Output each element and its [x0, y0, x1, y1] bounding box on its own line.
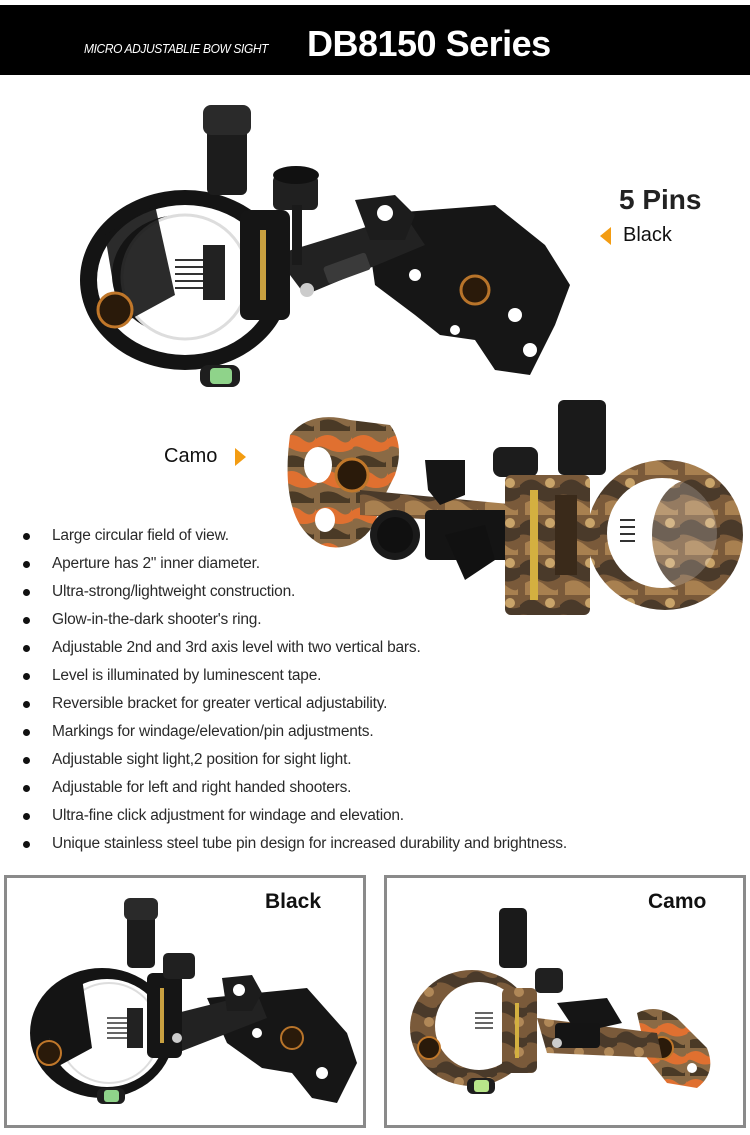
triangle-left-icon — [600, 226, 611, 245]
feature-item: Ultra-fine click adjustment for windage … — [22, 804, 567, 832]
feature-item: Markings for windage/elevation/pin adjus… — [22, 720, 567, 748]
page-title: DB8150 Series — [307, 23, 551, 64]
variant-label-black: Black — [623, 224, 672, 246]
feature-item: Adjustable for left and right handed sho… — [22, 776, 567, 804]
feature-item: Unique stainless steel tube pin design f… — [22, 832, 567, 860]
header-subtitle: MICRO ADJUSTABLIE BOW SIGHT — [84, 41, 269, 56]
header-banner: MICRO ADJUSTABLIE BOW SIGHT DB8150 Serie… — [0, 5, 750, 75]
feature-item: Level is illuminated by luminescent tape… — [22, 664, 567, 692]
variant-card-black: Black — [4, 875, 366, 1128]
card-label-camo: Camo — [648, 890, 707, 913]
feature-item: Large circular field of view. — [22, 524, 567, 552]
feature-item: Reversible bracket for greater vertical … — [22, 692, 567, 720]
black-bow-sight-image — [80, 105, 570, 387]
card-label-black: Black — [265, 890, 322, 913]
feature-item: Glow-in-the-dark shooter's ring. — [22, 608, 567, 636]
camo-bow-sight-image — [287, 400, 743, 615]
triangle-right-icon — [235, 447, 247, 466]
feature-item: Aperture has 2" inner diameter. — [22, 552, 567, 580]
variant-label-camo: Camo — [164, 445, 218, 467]
black-bow-sight-thumbnail — [30, 898, 357, 1104]
feature-item: Adjustable 2nd and 3rd axis level with t… — [22, 636, 567, 664]
pins-count-label: 5 Pins — [619, 184, 702, 215]
variant-tag-camo: Camo — [164, 445, 247, 468]
variant-tag-black: Black — [600, 224, 672, 247]
feature-item: Adjustable sight light,2 position for si… — [22, 748, 567, 776]
camo-bow-sight-thumbnail — [410, 908, 711, 1094]
feature-list: Large circular field of view. Aperture h… — [22, 524, 567, 860]
feature-item: Ultra-strong/lightweight construction. — [22, 580, 567, 608]
variant-card-camo: Camo — [384, 875, 746, 1128]
